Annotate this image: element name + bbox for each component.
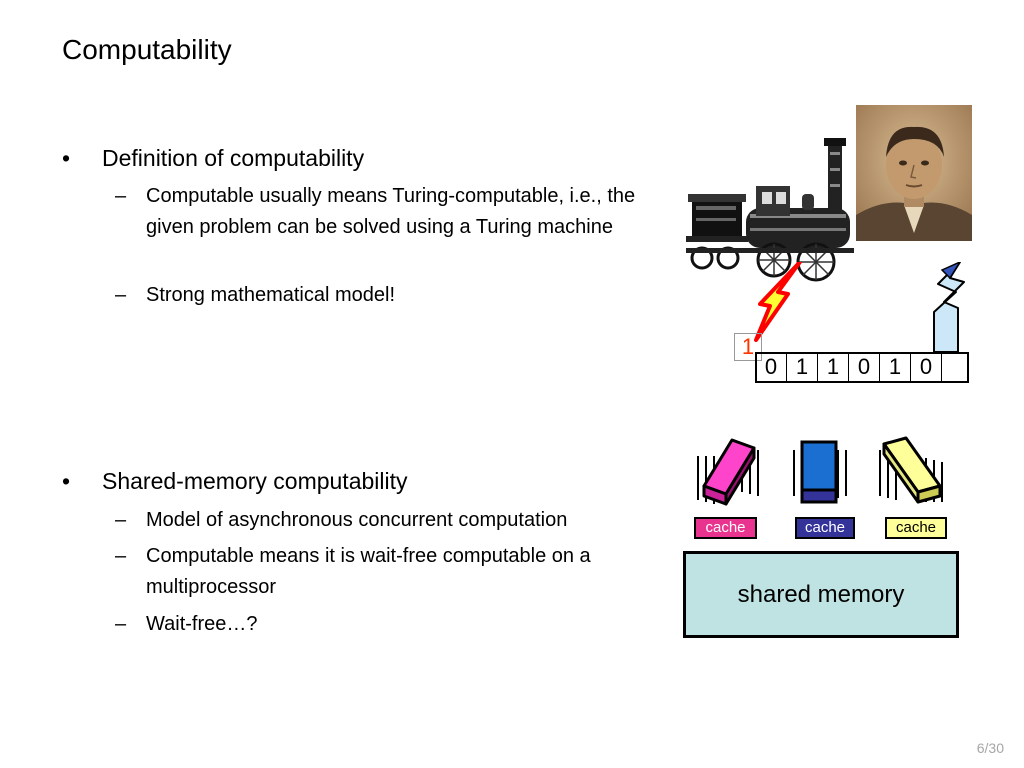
tape-cell: 0 [756, 353, 787, 382]
slide-title: Computability [62, 34, 232, 65]
dash-symbol: – [115, 284, 127, 306]
cache-label-pink: cache [694, 517, 757, 539]
bullet-symbol: • [62, 145, 71, 171]
processor-chip-yellow [879, 436, 943, 504]
tape-head-symbol: 1 [734, 333, 762, 361]
tape-cell: 0 [911, 353, 942, 382]
tape-cell: 1 [880, 353, 911, 382]
dash-symbol: – [115, 545, 127, 567]
sub-item-text: Computable means it is wait-free computa… [146, 545, 591, 598]
bullet-text: Shared-memory computability [102, 468, 408, 494]
tape-cell: 1 [787, 353, 818, 382]
sub-item-text: Strong mathematical model! [146, 284, 396, 306]
dash-symbol: – [115, 509, 127, 531]
tape-cell [942, 353, 967, 382]
locomotive-image [686, 138, 854, 282]
tape-cell: 1 [818, 353, 849, 382]
turing-tape: 0 1 1 0 1 0 [755, 352, 969, 383]
bullet-text: Definition of computability [102, 145, 365, 171]
portrait-image [856, 105, 972, 241]
page-number: 6/30 [976, 740, 1004, 756]
cache-label-yellow: cache [885, 517, 947, 539]
sub-item-text: Model of asynchronous concurrent computa… [146, 509, 568, 531]
cache-label-blue: cache [795, 517, 855, 539]
sub-item-text: Wait-free…? [146, 613, 258, 635]
dash-symbol: – [115, 613, 127, 635]
tape-cell: 0 [849, 353, 880, 382]
bullet-symbol: • [62, 468, 71, 494]
processor-chip-pink [697, 438, 759, 506]
sub-item-text: Computable usually means Turing-computab… [146, 185, 636, 238]
tape-frame [755, 352, 969, 383]
tape-ribbon-icon [933, 262, 965, 353]
processor-chip-blue [793, 440, 847, 504]
dash-symbol: – [115, 185, 127, 207]
lightning-bolt-icon [754, 262, 802, 342]
shared-memory-box: shared memory [683, 551, 959, 638]
